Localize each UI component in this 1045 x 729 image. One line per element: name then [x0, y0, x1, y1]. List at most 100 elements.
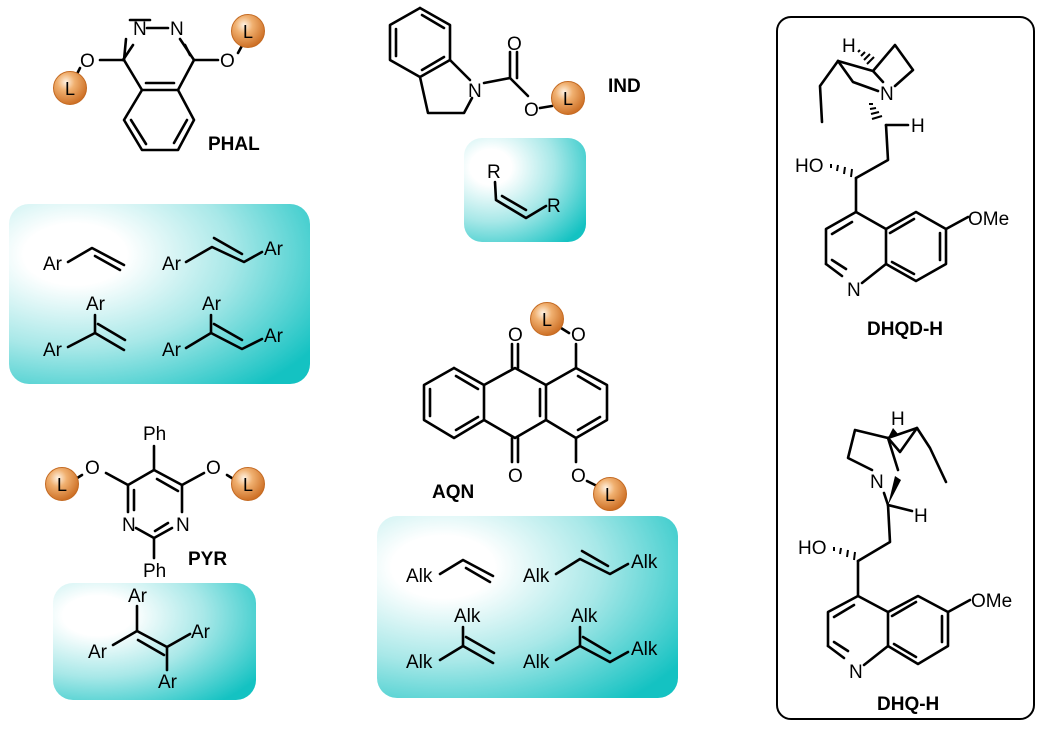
ball-label: L: [563, 89, 573, 109]
bond: [482, 76, 512, 85]
bond: [212, 322, 244, 342]
bond: [836, 59, 880, 93]
bond: [854, 123, 890, 180]
bond: [121, 43, 135, 62]
atom-h: H: [891, 409, 905, 430]
bond: [96, 322, 127, 342]
substrate-box: [464, 138, 586, 242]
atom-n: N: [847, 280, 861, 301]
bond: [890, 260, 916, 276]
bond: [184, 245, 264, 264]
bond: [482, 418, 548, 440]
bond: [856, 503, 892, 563]
atom-ar: Ar: [162, 340, 182, 361]
atom-o: O: [571, 466, 586, 487]
bond: [559, 326, 571, 335]
atom-n: N: [849, 662, 863, 683]
bond: [418, 75, 474, 115]
bond: [826, 644, 846, 660]
bond: [438, 558, 495, 578]
bond: [155, 477, 180, 493]
hashed-bond: [869, 103, 883, 120]
ligand-label-pyr: PYR: [188, 549, 227, 570]
phal-ligand: N N O O L L PHAL: [53, 12, 265, 155]
bond: [153, 521, 170, 533]
bond: [832, 640, 850, 653]
atom-ome: OMe: [971, 591, 1012, 612]
alkaloid-label-dhq: DHQ-H: [877, 694, 939, 715]
atom-h: H: [911, 116, 925, 137]
bond: [886, 594, 950, 666]
bond: [554, 557, 630, 576]
bond: [493, 180, 548, 220]
atom-n: N: [176, 515, 190, 536]
atom-alk: Alk: [523, 566, 550, 587]
ball-label: L: [243, 22, 253, 42]
atom-ph: Ph: [143, 424, 166, 445]
atom-n: N: [880, 84, 894, 105]
pyr-ligand: Ph N N Ph O O L L PYR: [45, 424, 265, 582]
bond: [464, 566, 492, 584]
atom-h: H: [842, 36, 856, 57]
atom-ho: HO: [798, 538, 827, 559]
atom-alk: Alk: [454, 606, 481, 627]
bond: [886, 436, 900, 472]
ligand-label-ind: IND: [608, 76, 641, 97]
atom-alk: Alk: [631, 639, 658, 660]
atom-o: O: [80, 51, 95, 72]
aqn-ligand: O O O L O L AQN: [422, 302, 627, 511]
bond: [544, 366, 609, 440]
bond: [824, 262, 844, 278]
atom-ar: Ar: [43, 340, 63, 361]
bond: [111, 629, 192, 649]
bond: [93, 254, 122, 272]
bond: [422, 366, 486, 440]
atom-o: O: [524, 100, 539, 121]
bond: [554, 644, 630, 664]
bond: [66, 331, 126, 352]
bond: [890, 600, 918, 618]
ligand-ball: L: [231, 467, 265, 501]
bond: [830, 258, 848, 271]
atom-alk: Alk: [406, 566, 433, 587]
atom-ph: Ph: [143, 561, 166, 582]
bond: [420, 55, 446, 72]
bond: [448, 58, 472, 82]
atom-n: N: [133, 19, 147, 40]
atom-n: N: [170, 19, 184, 40]
hashed-bond: [833, 547, 856, 561]
ligand-ball: L: [53, 71, 87, 105]
bond: [830, 220, 854, 236]
bond: [886, 426, 948, 484]
atom-o: O: [206, 458, 221, 479]
bond: [538, 104, 554, 110]
bond: [136, 638, 166, 657]
bond: [886, 426, 919, 454]
atom-ar: Ar: [202, 294, 222, 315]
ball-label: L: [57, 475, 67, 495]
bond: [500, 194, 528, 212]
bond: [180, 471, 206, 487]
bond: [184, 331, 264, 351]
substrate-box-tetraaryl-olefin: Ar Ar Ar Ar: [53, 583, 256, 700]
ligand-ball: L: [593, 477, 627, 511]
atom-ome: OMe: [968, 209, 1009, 230]
atom-ar: Ar: [86, 294, 106, 315]
ligand-ball: L: [551, 81, 585, 115]
bond: [944, 215, 970, 231]
bond: [946, 598, 972, 614]
atom-ar: Ar: [158, 672, 178, 693]
ligand-label-phal: PHAL: [208, 134, 260, 155]
atom-ar: Ar: [191, 622, 211, 643]
bond: [129, 118, 148, 146]
ligand-ball: L: [231, 14, 265, 48]
bond: [836, 43, 915, 88]
bond: [212, 236, 244, 256]
bond: [134, 526, 174, 540]
bond: [66, 246, 126, 267]
ligand-ball: L: [530, 302, 564, 336]
atom-o: O: [571, 325, 586, 346]
atom-ar: Ar: [162, 254, 182, 275]
bond: [818, 59, 840, 124]
